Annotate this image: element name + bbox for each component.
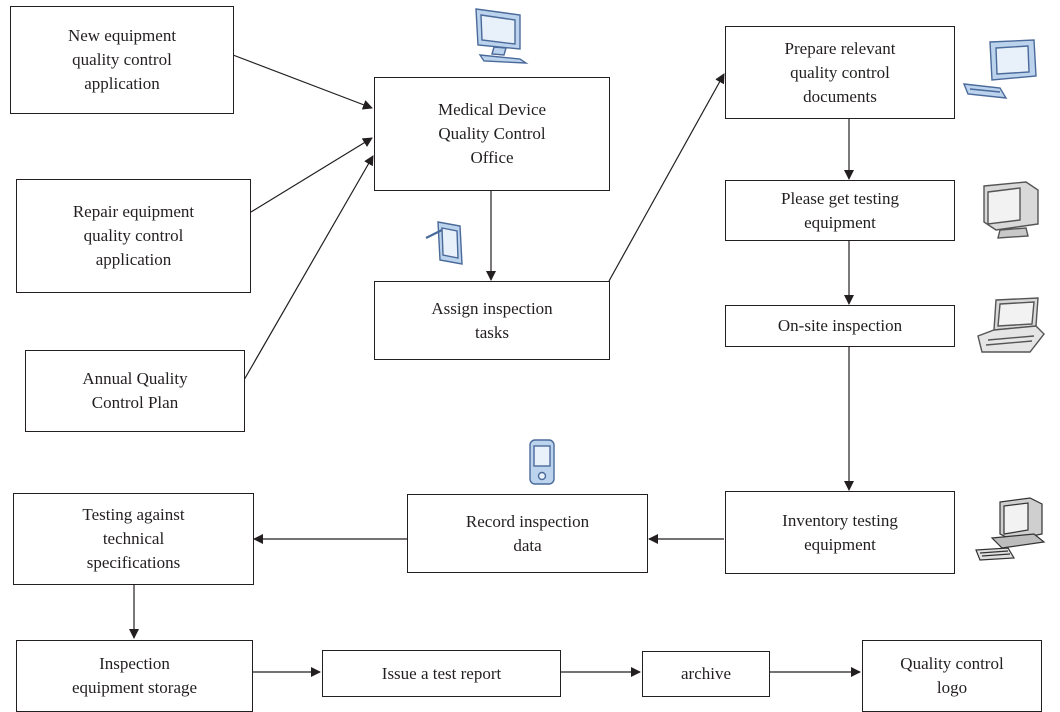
node-prepare-documents-label: Prepare relevant quality control documen…: [784, 38, 896, 106]
node-new-equipment-label: New equipment quality control applicatio…: [67, 26, 177, 93]
node-storage: Inspection equipment storage: [16, 640, 253, 712]
node-onsite-inspection-label: On-site inspection: [777, 316, 903, 335]
crt-monitor-icon: [983, 181, 1039, 239]
node-get-equipment: Please get testing equipment: [725, 180, 955, 241]
laptop-icon: [977, 297, 1045, 353]
arrow-repair-to-office: [250, 137, 373, 213]
node-archive: archive: [642, 651, 770, 697]
arrow-assign-to-prepare: [608, 73, 725, 282]
node-qc-office: Medical Device Quality Control Office: [374, 77, 610, 191]
node-annual-plan-label: Annual Quality Control Plan: [82, 369, 188, 412]
node-issue-report: Issue a test report: [322, 650, 561, 697]
node-new-equipment: New equipment quality control applicatio…: [10, 6, 234, 114]
node-inventory-equipment: Inventory testing equipment: [725, 491, 955, 574]
node-inventory-equipment-label: Inventory testing equipment: [782, 510, 898, 554]
desktop-workstation-icon: [975, 497, 1046, 561]
node-repair-equipment: Repair equipment quality control applica…: [16, 179, 251, 293]
node-testing-specs-label: Testing against technical specifications: [82, 505, 185, 572]
node-issue-report-label: Issue a test report: [381, 663, 502, 683]
arrow-new-to-office: [232, 54, 373, 110]
node-qc-logo: Quality control logo: [862, 640, 1042, 712]
node-archive-label: archive: [680, 664, 732, 683]
node-onsite-inspection: On-site inspection: [725, 305, 955, 347]
node-repair-equipment-label: Repair equipment quality control applica…: [72, 202, 195, 269]
handheld-pda-icon: [529, 439, 555, 485]
node-testing-specs: Testing against technical specifications: [13, 493, 254, 585]
node-qc-office-label: Medical Device Quality Control Office: [437, 100, 547, 167]
node-qc-logo-label: Quality control logo: [900, 654, 1004, 697]
node-assign-tasks-label: Assign inspection tasks: [431, 298, 553, 342]
node-prepare-documents: Prepare relevant quality control documen…: [725, 26, 955, 119]
tablet-stylus-icon: [425, 221, 463, 265]
desktop-monitor-icon: [475, 8, 529, 64]
node-record-data-label: Record inspection data: [465, 511, 590, 555]
arrow-annual-to-office: [243, 155, 374, 381]
node-record-data: Record inspection data: [407, 494, 648, 573]
computer-keyboard-icon: [962, 39, 1037, 99]
node-get-equipment-label: Please get testing equipment: [780, 188, 900, 232]
node-storage-label: Inspection equipment storage: [71, 654, 198, 697]
node-assign-tasks: Assign inspection tasks: [374, 281, 610, 360]
node-annual-plan: Annual Quality Control Plan: [25, 350, 245, 432]
